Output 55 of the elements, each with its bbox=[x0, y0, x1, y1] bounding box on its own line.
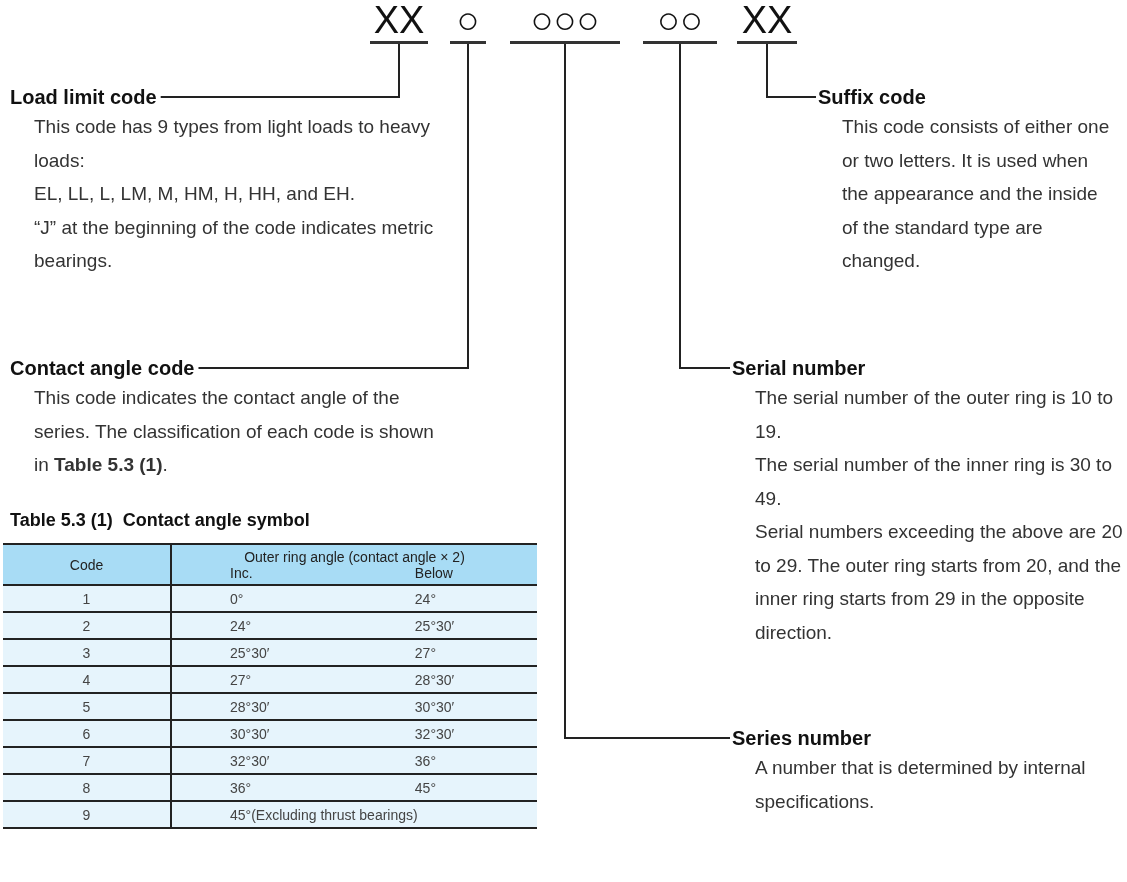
table-cell: 25°30′ bbox=[341, 612, 537, 639]
table-cell: 28°30′ bbox=[171, 693, 342, 720]
table-cell: 6 bbox=[3, 720, 171, 747]
table-cell: 45° bbox=[341, 774, 537, 801]
table-cell: 25°30′ bbox=[171, 639, 342, 666]
field-heading: Series number bbox=[732, 726, 871, 751]
table-cell: 4 bbox=[3, 666, 171, 693]
table-cell: 28°30′ bbox=[341, 666, 537, 693]
table-cell: 27° bbox=[171, 666, 342, 693]
field-heading: Load limit code bbox=[10, 85, 157, 110]
table-cell: Inc. bbox=[171, 565, 342, 585]
table-cell: 8 bbox=[3, 774, 171, 801]
leader-line bbox=[679, 43, 731, 369]
table-title: Table 5.3 (1) Contact angle symbol bbox=[10, 510, 310, 531]
table-cell: Code bbox=[3, 544, 171, 585]
table-cell: 32°30′ bbox=[341, 720, 537, 747]
code-symbol: ○○ bbox=[657, 0, 703, 40]
code-symbol: XX bbox=[741, 0, 793, 40]
table-cell: Below bbox=[341, 565, 537, 585]
table-cell: 24° bbox=[341, 585, 537, 612]
field-heading: Serial number bbox=[732, 356, 866, 381]
leader-line bbox=[159, 43, 400, 98]
table-cell: 7 bbox=[3, 747, 171, 774]
leader-line bbox=[766, 43, 817, 98]
description-text: The serial number of the outer ring is 10 to 19. bbox=[755, 386, 1115, 444]
code-symbol: XX bbox=[373, 0, 425, 40]
code-symbol: ○○○ bbox=[530, 0, 600, 40]
code-symbol: ○ bbox=[456, 0, 480, 40]
description-text: Serial numbers exceeding the above are 20 to 29. The outer ring starts from 20, and the inner ring starts from 29 in the opposite direction. bbox=[755, 520, 1124, 645]
field-heading: Contact angle code bbox=[10, 356, 195, 381]
table-cell: 30°30′ bbox=[171, 720, 342, 747]
description-text: This code indicates the contact angle of the series. The classification of each code is shown in Table 5.3 (1). bbox=[34, 386, 435, 477]
table-cell: 3 bbox=[3, 639, 171, 666]
table-cell: 24° bbox=[171, 612, 342, 639]
table-cell: 32°30′ bbox=[171, 747, 342, 774]
table-cell: 45°(Excluding thrust bearings) bbox=[171, 801, 537, 828]
table-cell: 9 bbox=[3, 801, 171, 828]
leader-line bbox=[197, 43, 469, 369]
table-cell: 30°30′ bbox=[341, 693, 537, 720]
description-text: A number that is determined by internal specifications. bbox=[755, 756, 1087, 814]
table-cell: Outer ring angle (contact angle × 2) bbox=[171, 544, 537, 565]
description-text: The serial number of the inner ring is 30 to 49. bbox=[755, 453, 1113, 511]
table-cell: 36° bbox=[171, 774, 342, 801]
table-cell: 27° bbox=[341, 639, 537, 666]
description-text: EL, LL, L, LM, M, HM, H, HH, and EH. bbox=[34, 182, 356, 206]
description-text: This code has 9 types from light loads to heavy loads: bbox=[34, 115, 432, 173]
field-heading: Suffix code bbox=[818, 85, 926, 110]
description-text: “J” at the beginning of the code indicates metric bearings. bbox=[34, 215, 435, 273]
table-cell: 5 bbox=[3, 693, 171, 720]
description-text: This code consists of either one or two letters. It is used when the appearance and the inside of the standard type are changed. bbox=[842, 115, 1111, 273]
table-cell: 2 bbox=[3, 612, 171, 639]
leader-line bbox=[564, 43, 731, 739]
table-cell: 0° bbox=[171, 585, 342, 612]
table-cell: 1 bbox=[3, 585, 171, 612]
table-cell: 36° bbox=[341, 747, 537, 774]
